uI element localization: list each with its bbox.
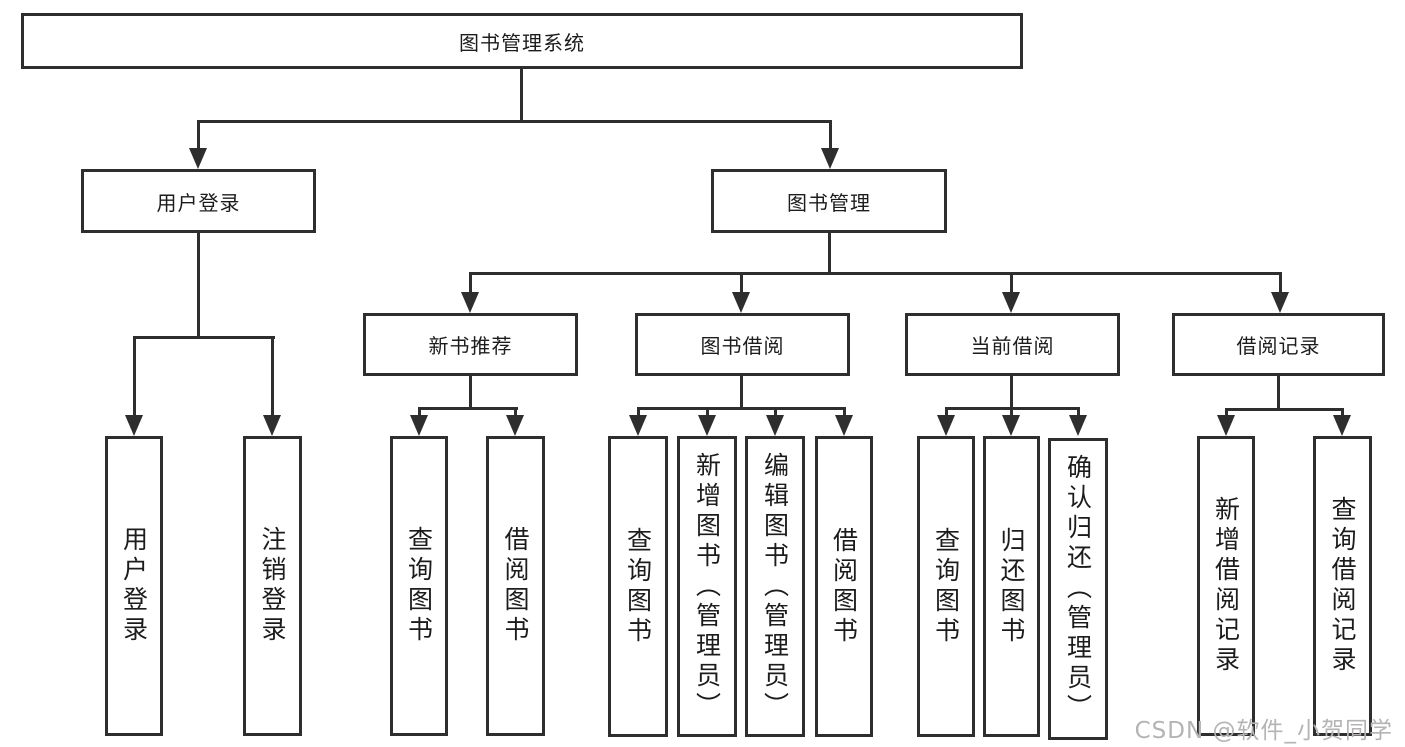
arrowhead-down <box>835 415 853 436</box>
arrowhead-down <box>506 415 524 436</box>
drop-line-br-query <box>1341 408 1344 417</box>
current-borrowing-stem-line <box>1010 375 1013 407</box>
new-book-recommend-branch-line <box>418 407 518 410</box>
arrowhead-down <box>410 415 428 436</box>
node-book-borrowing-label: 图书借阅 <box>700 334 785 358</box>
leaf-current-confirm-return-admin: 确认归还（管理员） <box>1048 438 1108 740</box>
leaf-records-query-record-label: 查询借阅记录 <box>1328 496 1357 676</box>
leaf-current-query-books-label: 查询图书 <box>931 526 961 647</box>
leaf-borrowing-query-books-label: 查询图书 <box>623 526 653 647</box>
root-branch-line <box>197 120 832 123</box>
drop-line-cb-confirm <box>1077 407 1080 417</box>
node-book-management-label: 图书管理 <box>787 190 871 215</box>
user-login-stem-line <box>197 233 200 336</box>
drop-line-bb-add <box>706 407 709 417</box>
drop-line-bb-edit <box>774 407 777 417</box>
node-book-management: 图书管理 <box>711 169 947 233</box>
drop-line-borrowing-records <box>1279 272 1282 294</box>
leaf-user-login-label: 用户登录 <box>119 526 149 646</box>
leaf-newbook-query-books: 查询图书 <box>390 436 448 736</box>
drop-line-leaf-logout <box>271 336 274 418</box>
book-borrowing-branch-line <box>637 407 846 410</box>
drop-line-book-management <box>829 120 832 150</box>
leaf-borrowing-borrow-books: 借阅图书 <box>815 436 873 737</box>
arrowhead-down <box>821 148 839 169</box>
arrowhead-down <box>263 415 281 436</box>
book-borrowing-stem-line <box>740 375 743 407</box>
drop-line-leaf-user-login <box>133 336 136 418</box>
drop-line-cb-query <box>945 407 948 417</box>
node-new-book-recommend-label: 新书推荐 <box>428 334 513 358</box>
arrowhead-down <box>766 415 784 436</box>
leaf-user-login: 用户登录 <box>105 436 163 736</box>
node-new-book-recommend: 新书推荐 <box>363 313 578 376</box>
arrowhead-down <box>698 415 716 436</box>
new-book-recommend-stem-line <box>469 375 472 407</box>
book-management-stem-line <box>828 233 831 272</box>
leaf-borrowing-borrow-books-label: 借阅图书 <box>829 526 859 647</box>
drop-line-nb-query <box>418 407 421 417</box>
leaf-logout: 注销登录 <box>243 436 302 736</box>
drop-line-book-borrowing <box>740 272 743 294</box>
leaf-current-query-books: 查询图书 <box>917 436 975 737</box>
node-root-system-label: 图书管理系统 <box>459 30 585 55</box>
user-login-branch-line <box>133 336 275 339</box>
leaf-newbook-query-books-label: 查询图书 <box>404 526 434 646</box>
leaf-borrowing-edit-books-admin-label: 编辑图书（管理员） <box>760 451 790 722</box>
leaf-records-add-record-label: 新增借阅记录 <box>1211 496 1241 676</box>
leaf-newbook-borrow-books-label: 借阅图书 <box>501 526 530 646</box>
node-book-borrowing: 图书借阅 <box>635 313 850 376</box>
leaf-borrowing-add-books-admin-label: 新增图书（管理员） <box>692 451 722 722</box>
arrowhead-down <box>629 415 647 436</box>
arrowhead-down <box>125 415 143 436</box>
leaf-current-confirm-return-admin-label: 确认归还（管理员） <box>1063 454 1093 724</box>
drop-line-nb-borrow <box>514 407 517 417</box>
drop-line-user-login-group <box>197 120 200 150</box>
node-user-login-group: 用户登录 <box>81 169 316 233</box>
arrowhead-down <box>1002 292 1020 313</box>
leaf-records-add-record: 新增借阅记录 <box>1197 436 1255 736</box>
arrowhead-down <box>1271 292 1289 313</box>
arrowhead-down <box>1069 415 1087 436</box>
root-stem-line <box>520 69 523 120</box>
borrowing-records-branch-line <box>1225 408 1344 411</box>
node-root-system: 图书管理系统 <box>21 13 1023 69</box>
node-borrowing-records: 借阅记录 <box>1172 313 1385 376</box>
drop-line-br-add <box>1225 408 1228 417</box>
drop-line-new-book-recommend <box>469 272 472 294</box>
node-borrowing-records-label: 借阅记录 <box>1236 334 1321 358</box>
leaf-current-return-books-label: 归还图书 <box>997 526 1026 647</box>
book-management-branch-line <box>469 272 1282 275</box>
csdn-watermark: CSDN @软件_小贺同学 <box>1134 718 1393 744</box>
arrowhead-down <box>937 415 955 436</box>
leaf-newbook-borrow-books: 借阅图书 <box>486 436 545 736</box>
leaf-borrowing-query-books: 查询图书 <box>608 436 668 737</box>
arrowhead-down <box>1333 415 1351 436</box>
leaf-logout-label: 注销登录 <box>258 526 287 646</box>
arrowhead-down <box>1217 415 1235 436</box>
arrowhead-down <box>461 292 479 313</box>
arrowhead-down <box>1002 415 1020 436</box>
node-user-login-group-label: 用户登录 <box>156 190 241 215</box>
leaf-records-query-record: 查询借阅记录 <box>1313 436 1372 736</box>
leaf-borrowing-add-books-admin: 新增图书（管理员） <box>677 436 737 737</box>
borrowing-records-stem-line <box>1277 375 1280 408</box>
drop-line-bb-borrow <box>843 407 846 417</box>
drop-line-current-borrowing <box>1010 272 1013 294</box>
arrowhead-down <box>189 148 207 169</box>
node-current-borrowing-label: 当前借阅 <box>970 334 1055 358</box>
drop-line-cb-return <box>1010 407 1013 417</box>
leaf-borrowing-edit-books-admin: 编辑图书（管理员） <box>745 436 805 737</box>
leaf-current-return-books: 归还图书 <box>983 436 1040 737</box>
arrowhead-down <box>732 292 750 313</box>
drop-line-bb-query <box>637 407 640 417</box>
node-current-borrowing: 当前借阅 <box>905 313 1120 376</box>
